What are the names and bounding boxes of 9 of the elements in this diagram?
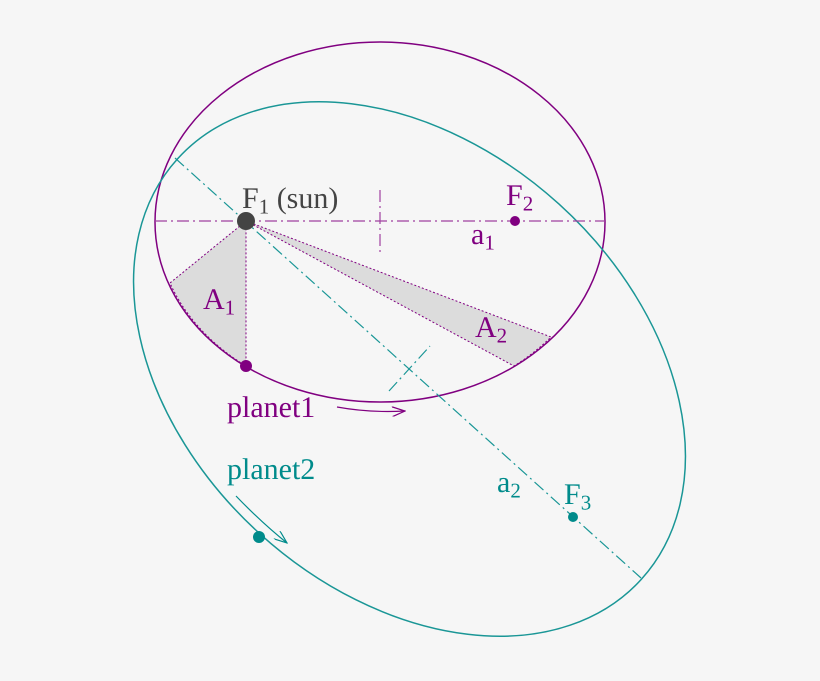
planet-label: planet1 bbox=[227, 393, 316, 423]
area-label: A$_{2}$ bbox=[475, 313, 508, 343]
axis-label: a$_{2}$ bbox=[497, 468, 521, 498]
area-label: A$_{1}$ bbox=[203, 285, 236, 315]
focus-label: F$_{3}$ bbox=[564, 480, 592, 510]
planet-label: planet2 bbox=[227, 455, 316, 485]
focus-label: F$_{2}$ bbox=[506, 181, 534, 211]
sun-label: F$_{1}$ (sun) bbox=[242, 184, 338, 214]
axis-label: a$_{1}$ bbox=[471, 220, 495, 250]
